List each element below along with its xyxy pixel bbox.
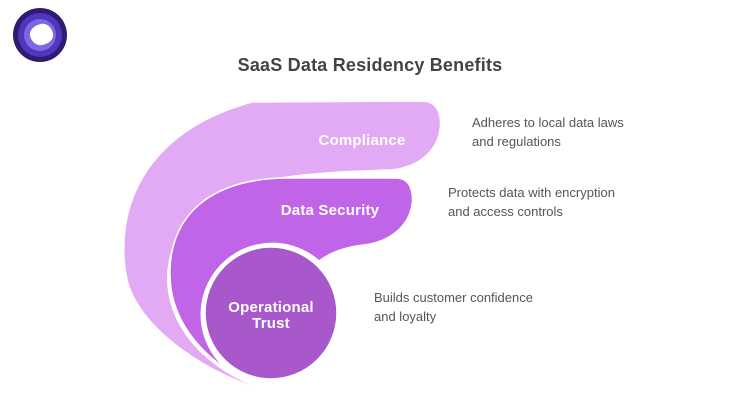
brand-logo-icon bbox=[13, 8, 67, 62]
operational-trust-label: Operational Trust bbox=[228, 299, 314, 332]
compliance-label: Compliance bbox=[318, 132, 406, 149]
page-title: SaaS Data Residency Benefits bbox=[237, 55, 503, 75]
operational-trust-circle bbox=[204, 246, 338, 380]
compliance-description: Adheres to local data laws and regulatio… bbox=[472, 115, 624, 149]
data-security-band bbox=[169, 177, 414, 385]
data-security-label: Data Security bbox=[280, 202, 380, 219]
operational-trust-description: Builds customer confidence and loyalty bbox=[374, 290, 533, 324]
data-security-description: Protects data with encryption and access… bbox=[448, 185, 615, 219]
compliance-band bbox=[123, 100, 442, 392]
